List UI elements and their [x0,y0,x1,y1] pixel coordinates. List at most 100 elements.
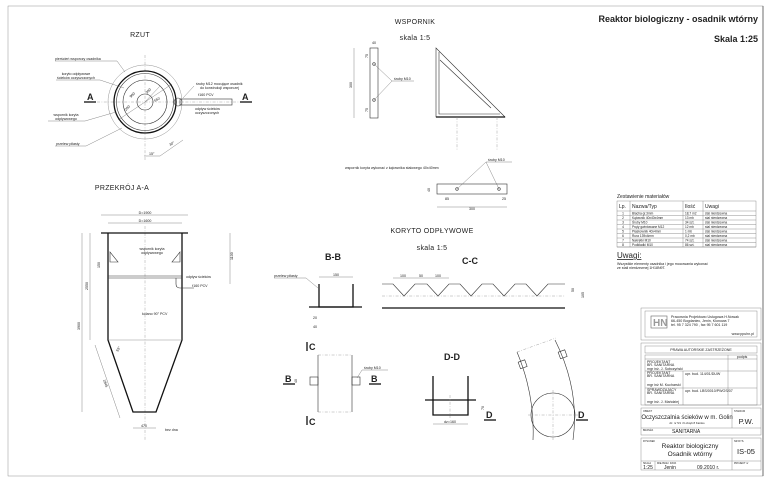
table-cell: 1 mb [685,230,692,234]
section-view-a-a: PRZEKRÓJ A-A D=1900 D=1600 wspornik kory… [77,183,234,440]
dim-plan-40: 40 [294,379,298,383]
drawing-no-label: NR RYS. [734,440,744,443]
dim-bb-40: 40 [313,325,317,329]
dim-1845: 1845 [102,379,108,388]
table-cell: 0,2 mb [685,234,695,238]
person-2-license: upr. bud. 114/01/DUW [685,372,721,376]
col-header-notes: Uwagi [705,204,719,210]
company-www: www.ppuhn.pl [732,332,755,336]
dim-bb-150: 150 [333,273,339,277]
company-logo: HN [650,315,667,329]
table-cell: Śruby M10 [632,220,648,225]
bracket-bolts-label-2: śruby M10 [488,158,505,162]
drawing-scale: Skala 1:25 [714,34,758,44]
dim-3900: 3900 [77,322,81,330]
drawing-name-1: Reaktor biologiczny [662,443,719,450]
dim-1100: 1100 [230,252,234,260]
table-cell: 6 [622,234,624,238]
stage-value: P.W. [739,417,754,426]
person-1-branch: BR. SANITARNA [647,363,675,367]
trough-detail: KORYTO ODPŁYWOWE skala 1:5 B-B C-C przel… [274,228,588,441]
label-pipe-160: ř160 PCV [198,93,214,97]
company-address: 66-450 Bogdaniec, Jenin, Klonowa 7 [671,319,730,323]
dim-cc-100a: 100 [400,274,406,278]
label-ring: pierścień wsporczy osadnika [55,57,101,61]
dim-dd-70: 70 [481,406,485,410]
section-dd-title: D-D [444,352,460,362]
dim-bracket-40b: 40 [427,188,431,192]
object-label: OBIEKT [643,410,653,413]
table-cell: stal nierdzewna [705,216,727,220]
table-cell: stal nierdzewna [705,243,727,247]
dim-bracket-25: 25 [502,197,506,201]
dim-cc-105: 105 [581,292,585,298]
table-cell: stal nierdzewna [705,221,727,225]
table-cell: 8 [622,243,624,247]
rights-reserved: PRAWA AUTORSKIE ZASTRZEŻONE [670,347,732,352]
person-3-branch: BR. SANITARNA [647,391,675,395]
dim-bracket-300: 300 [349,82,353,88]
dim-d1900: D=1900 [139,211,152,215]
section-mark-a-right: A [242,92,249,102]
section-aa-title: PRZEKRÓJ A-A [95,183,149,192]
table-cell: stal nierdzewna [705,212,727,216]
place-value: Jenin [664,465,676,471]
person-2-branch: BR. SANITARNA [647,374,675,378]
section-mark-b-left: B [285,374,292,384]
table-cell: Pręty gwintowane M12 [632,225,664,229]
dim-d1600: D=1600 [139,219,152,223]
table-cell: stal nierdzewna [705,234,727,238]
person-2-name: mgr inż M. Kucharski [647,383,681,387]
table-cell: 13 mb [685,216,694,220]
label-trough: koryto odpływowe [62,72,91,76]
col-header-name: Nazwa/Typ [632,204,657,210]
stage-label: STADIUM [734,410,745,413]
label-bracket-aa: wspornik koryta [140,247,165,251]
dim-dd-dz160: dz=160 [444,420,456,424]
drawing-no: IS-05 [737,447,755,456]
project-no-label: PROJEKT nr [734,462,749,465]
table-cell: 18,7 m2 [685,212,697,216]
section-cc-title: C-C [462,256,478,266]
label-weir: przelew piłasty [56,142,80,146]
table-cell: Płaskownik 40x4mm [632,230,661,234]
section-mark-a-left: A [87,92,94,102]
table-cell: 1 [622,212,624,216]
label-bracket: wspornik koryta [54,113,79,117]
scale-value: 1:25 [643,465,653,471]
dim-bracket-300b: 300 [469,207,475,211]
drawing-name-2: Osadnik wtórny [668,451,714,458]
section-mark-c-bottom: C [309,417,316,427]
dim-150: 150 [97,262,101,268]
dim-300: 300 [145,88,152,95]
section-mark-d-left: D [486,410,493,420]
label-trough-2: ścieków oczyszczonych [57,76,95,80]
label-pipe-aa: ř160 PCV [192,284,208,288]
table-cell: Nakrętki M10 [632,239,651,243]
person-3-role: SPRAWDZAJĄCY [647,388,677,392]
dim-bracket-75b: 75 [365,108,369,112]
table-cell: 2 [622,216,624,220]
notes-line-1: Wszystkie elementy osadnika i jego mocow… [617,262,708,266]
dim-bracket-85: 85 [445,197,449,201]
table-cell: stal nierdzewna [705,239,727,243]
label-no-bottom: bez dna [165,428,178,432]
person-1-name: mgr inż. J. Sobczyński [647,367,683,371]
bracket-detail: WSPORNIK skala 1:5 śruby M10 300 75 75 4… [345,19,512,211]
table-cell: 34 szt. [685,221,695,225]
label-elbow: kolano 90° PCV [142,312,168,316]
trough-title: KORYTO ODPŁYWOWE [390,228,473,235]
dim-bb-20: 20 [313,316,317,320]
branch-label: BRANŻA [643,429,653,432]
label-bolts-m12-2: do konstrukcji wsporczej [200,86,239,90]
signature-header: podpis [737,355,748,359]
section-mark-d-right: D [578,410,585,420]
scale-label: SKALA [643,462,651,465]
trough-bolts-label: śruby M10 [364,366,381,370]
table-cell: Blacha gr.3mm [632,212,654,216]
object-plot: dz. nr 5/1 i 6 obręb 8 Karsko [669,421,705,425]
bracket-title: WSPORNIK [395,19,436,26]
section-mark-c-top: C [309,342,316,352]
label-outflow-2: oczyszczonych [195,111,219,115]
